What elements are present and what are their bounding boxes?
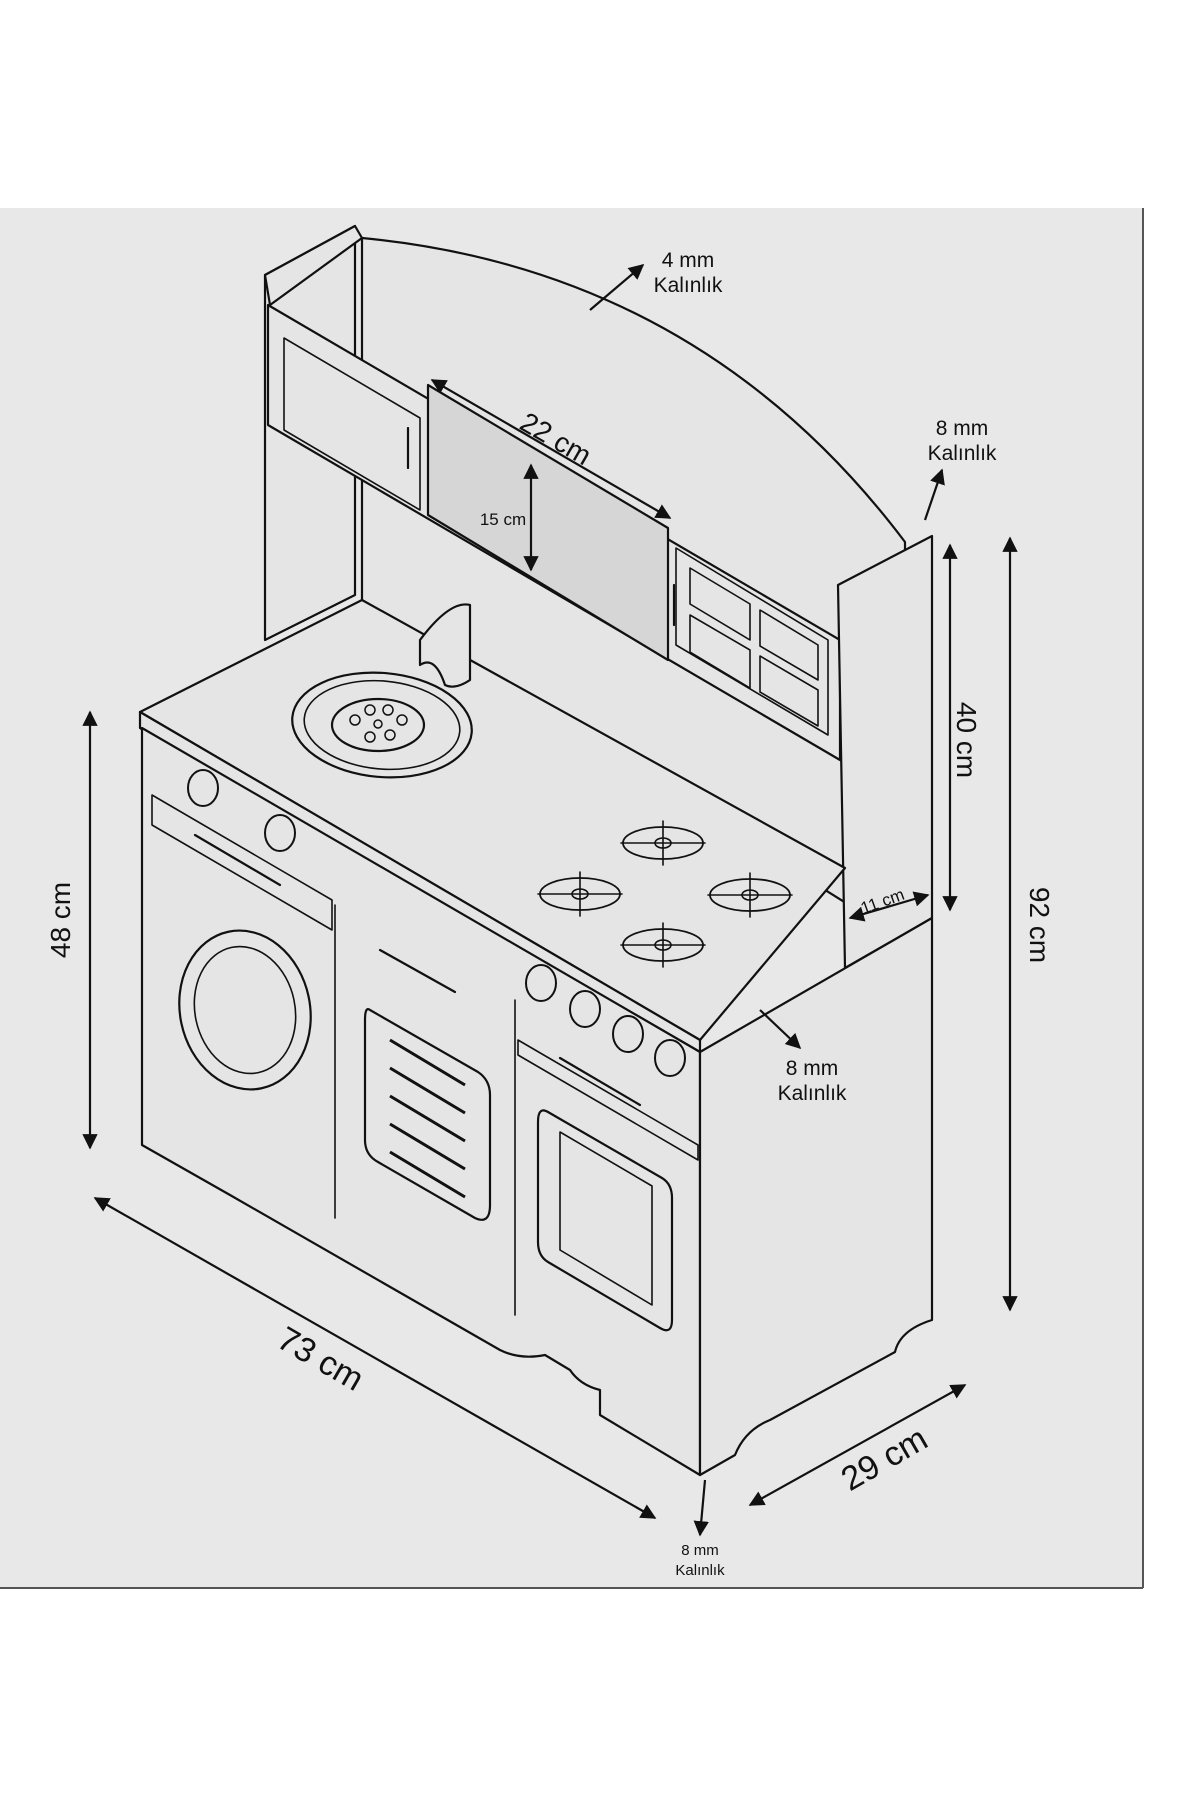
- label-counter-thickness-word: Kalınlık: [778, 1082, 847, 1105]
- faucet: [418, 603, 472, 688]
- label-base-height: 48 cm: [45, 882, 76, 958]
- oven-drawer: [517, 1039, 699, 1161]
- label-total-height: 92 cm: [1024, 887, 1055, 963]
- dim-side-thickness-leader: [923, 468, 945, 521]
- right-door-pane-1: [689, 567, 751, 641]
- right-door-pane-2: [759, 609, 819, 681]
- right-door-pane-4: [759, 655, 819, 727]
- knob-2: [264, 814, 296, 852]
- label-top-thickness-value: 4 mm: [662, 249, 715, 272]
- top-shelf-board: [263, 224, 364, 307]
- dim-top-thickness-leader: [589, 264, 645, 311]
- washer-drawer-handle: [193, 833, 282, 887]
- dim-depth: [748, 1384, 967, 1506]
- washer-door-outer: [178, 929, 312, 1091]
- oven-handle: [558, 1056, 642, 1107]
- sink-drain: [330, 697, 426, 753]
- burner-3: [707, 872, 793, 918]
- knob-3: [525, 964, 557, 1002]
- label-side-thickness-value: 8 mm: [936, 417, 989, 440]
- dim-side-depth: [848, 891, 930, 922]
- label-bottom-thickness-value: 8 mm: [681, 1542, 719, 1559]
- dishwasher-handle: [378, 948, 457, 994]
- burner-4: [620, 922, 706, 968]
- dim-bottom-thickness-leader: [693, 1479, 709, 1537]
- upper-left-door: [283, 337, 421, 511]
- burner-2: [537, 871, 623, 917]
- washer-drawer: [151, 794, 333, 931]
- control-knobs: [187, 769, 686, 1077]
- upper-right-door: [675, 547, 829, 736]
- stove-burners: [537, 820, 793, 968]
- label-side-thickness-word: Kalınlık: [928, 442, 997, 465]
- label-counter-thickness-value: 8 mm: [786, 1057, 839, 1080]
- washer-door-inner: [193, 945, 297, 1075]
- knob-4: [569, 990, 601, 1028]
- dim-shelf-width: [430, 379, 672, 519]
- dim-counter-thickness-leader: [759, 1009, 802, 1050]
- knob-5: [612, 1015, 644, 1053]
- sink-inner: [303, 679, 461, 771]
- right-door-pane-3: [689, 614, 751, 689]
- label-top-thickness-word: Kalınlık: [654, 274, 723, 297]
- burner-1: [620, 820, 706, 866]
- knob-6: [654, 1039, 686, 1077]
- label-upper-height: 40 cm: [951, 702, 982, 778]
- dishwasher-slots: [389, 1038, 466, 1199]
- drain-holes: [349, 704, 408, 743]
- dim-width: [93, 1197, 657, 1519]
- dimension-lines: [82, 264, 1018, 1537]
- knob-1: [187, 769, 219, 807]
- label-bottom-thickness-word: Kalınlık: [675, 1562, 725, 1579]
- label-shelf-height: 15 cm: [480, 510, 526, 529]
